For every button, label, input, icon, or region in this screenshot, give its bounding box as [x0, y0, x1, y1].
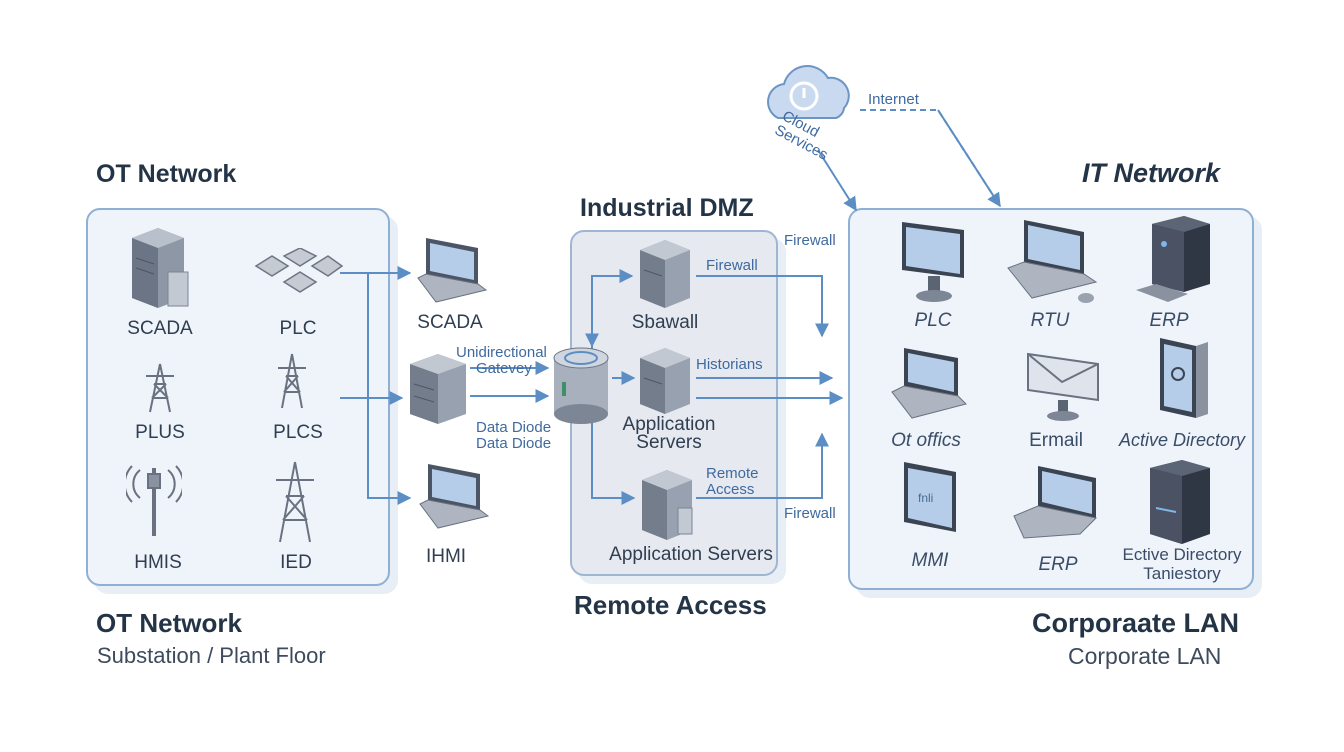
- it-device-label: RTU: [1030, 310, 1070, 331]
- cloud-to-it-arrow: [817, 149, 857, 212]
- firewall-bottom-label: Firewall: [784, 505, 836, 522]
- industrial-dmz-title: Industrial DMZ: [580, 194, 754, 222]
- it-device-label: ERP: [1038, 554, 1078, 575]
- desktop-monitor-icon: [898, 218, 970, 304]
- remote-access-flow-arrow: [696, 432, 829, 499]
- internet-arrow: [937, 109, 1001, 208]
- unidirectional-label: Unidirectional Gatevey: [456, 345, 547, 377]
- it-device-label: Active Directory: [1118, 430, 1246, 450]
- it-device-label: Ermail: [1029, 430, 1083, 451]
- ot-network-title: OT Network: [96, 160, 237, 188]
- ot-device-label: PLC: [279, 318, 317, 339]
- laptop-icon: [1010, 462, 1106, 544]
- ot-device-label: HMIS: [134, 552, 182, 573]
- internet-link: [860, 109, 1001, 207]
- ot-device-label: IED: [280, 552, 312, 573]
- it-device-label: Ot offics: [891, 430, 961, 451]
- diode-to-server3-arrow: [591, 410, 636, 505]
- corporate-lan-subtitle: Corporate LAN: [1068, 643, 1222, 669]
- ot-device-label: SCADA: [127, 318, 193, 339]
- laptop-icon: [888, 344, 968, 424]
- it-device-label: ERP: [1149, 310, 1189, 331]
- scada-laptop-label: SCADA: [417, 312, 483, 333]
- laptop-icon: [412, 234, 490, 306]
- dmz-server-label: Sbawall: [631, 312, 699, 333]
- ot-device-label: PLCS: [273, 422, 323, 443]
- ied-tower-icon: [270, 460, 320, 544]
- scada-server-icon: [124, 224, 194, 312]
- plc-modules-icon: [252, 248, 344, 302]
- dmz-server-label: Application Servers: [614, 414, 724, 453]
- gateway-server-icon: [406, 352, 470, 426]
- laptop-mouse-icon: [1004, 216, 1108, 306]
- antenna-icon: [126, 460, 182, 540]
- ective-directory-line2: Taniestory: [1143, 564, 1221, 583]
- transmission-tower-icon: [272, 352, 312, 410]
- remote-line1: Remote: [706, 465, 759, 482]
- firewall-flow-label: Firewall: [706, 257, 758, 274]
- firewall-top-label: Firewall: [784, 232, 836, 249]
- ot-bus-arrow: [340, 272, 412, 505]
- dmz-server-icon: [636, 238, 694, 310]
- historians-flow-label: Historians: [696, 356, 763, 373]
- ective-directory-line1: Ective Directory: [1122, 545, 1242, 564]
- it-device-label: Ective Directory Taniestory: [1114, 545, 1250, 583]
- firewall-flow-arrow: [696, 275, 829, 338]
- data-diode-line2: Data Diode: [476, 435, 552, 452]
- server-tower-icon: [1144, 458, 1214, 546]
- it-network-title: IT Network: [1082, 158, 1221, 188]
- cloud-icon: [758, 56, 858, 146]
- data-diode-label: Data Diode Data Diode: [476, 420, 551, 452]
- remote-access-title: Remote Access: [574, 590, 767, 620]
- it-device-label: MMI: [911, 550, 949, 571]
- data-diode-icon: [548, 344, 614, 426]
- laptop-icon: [414, 460, 492, 532]
- email-icon: [1022, 350, 1108, 424]
- dmz-server-label: Application Servers: [609, 544, 773, 565]
- mmi-monitor-icon: fnli: [898, 458, 962, 544]
- unidirectional-line2: Gatevey: [476, 360, 532, 377]
- tablet-icon: [1150, 334, 1214, 426]
- internet-label: Internet: [868, 91, 919, 108]
- dmz-server-icon: [636, 346, 694, 416]
- remote-access-flow-label: Remote Access: [706, 466, 759, 498]
- data-diode-line1: Data Diode: [476, 419, 552, 436]
- ot-network-subtitle: Substation / Plant Floor: [97, 643, 326, 668]
- ot-network-bottom-title: OT Network: [96, 608, 242, 638]
- monitor-screen-text: fnli: [918, 491, 933, 505]
- ot-device-label: PLUS: [135, 422, 185, 443]
- unidirectional-line1: Unidirectional: [456, 344, 547, 361]
- dmz-server2-line1: Application: [622, 414, 716, 435]
- dmz-server2-line2: Servers: [636, 432, 702, 453]
- transmission-tower-icon: [140, 362, 180, 414]
- ihmi-laptop-label: IHMI: [425, 546, 467, 567]
- corporate-lan-title: Corporaate LAN: [1032, 608, 1240, 638]
- it-device-label: PLC: [914, 310, 952, 331]
- remote-line2: Access: [706, 481, 755, 498]
- dmz-server-icon: [638, 468, 696, 542]
- erp-tower-icon: [1134, 214, 1214, 306]
